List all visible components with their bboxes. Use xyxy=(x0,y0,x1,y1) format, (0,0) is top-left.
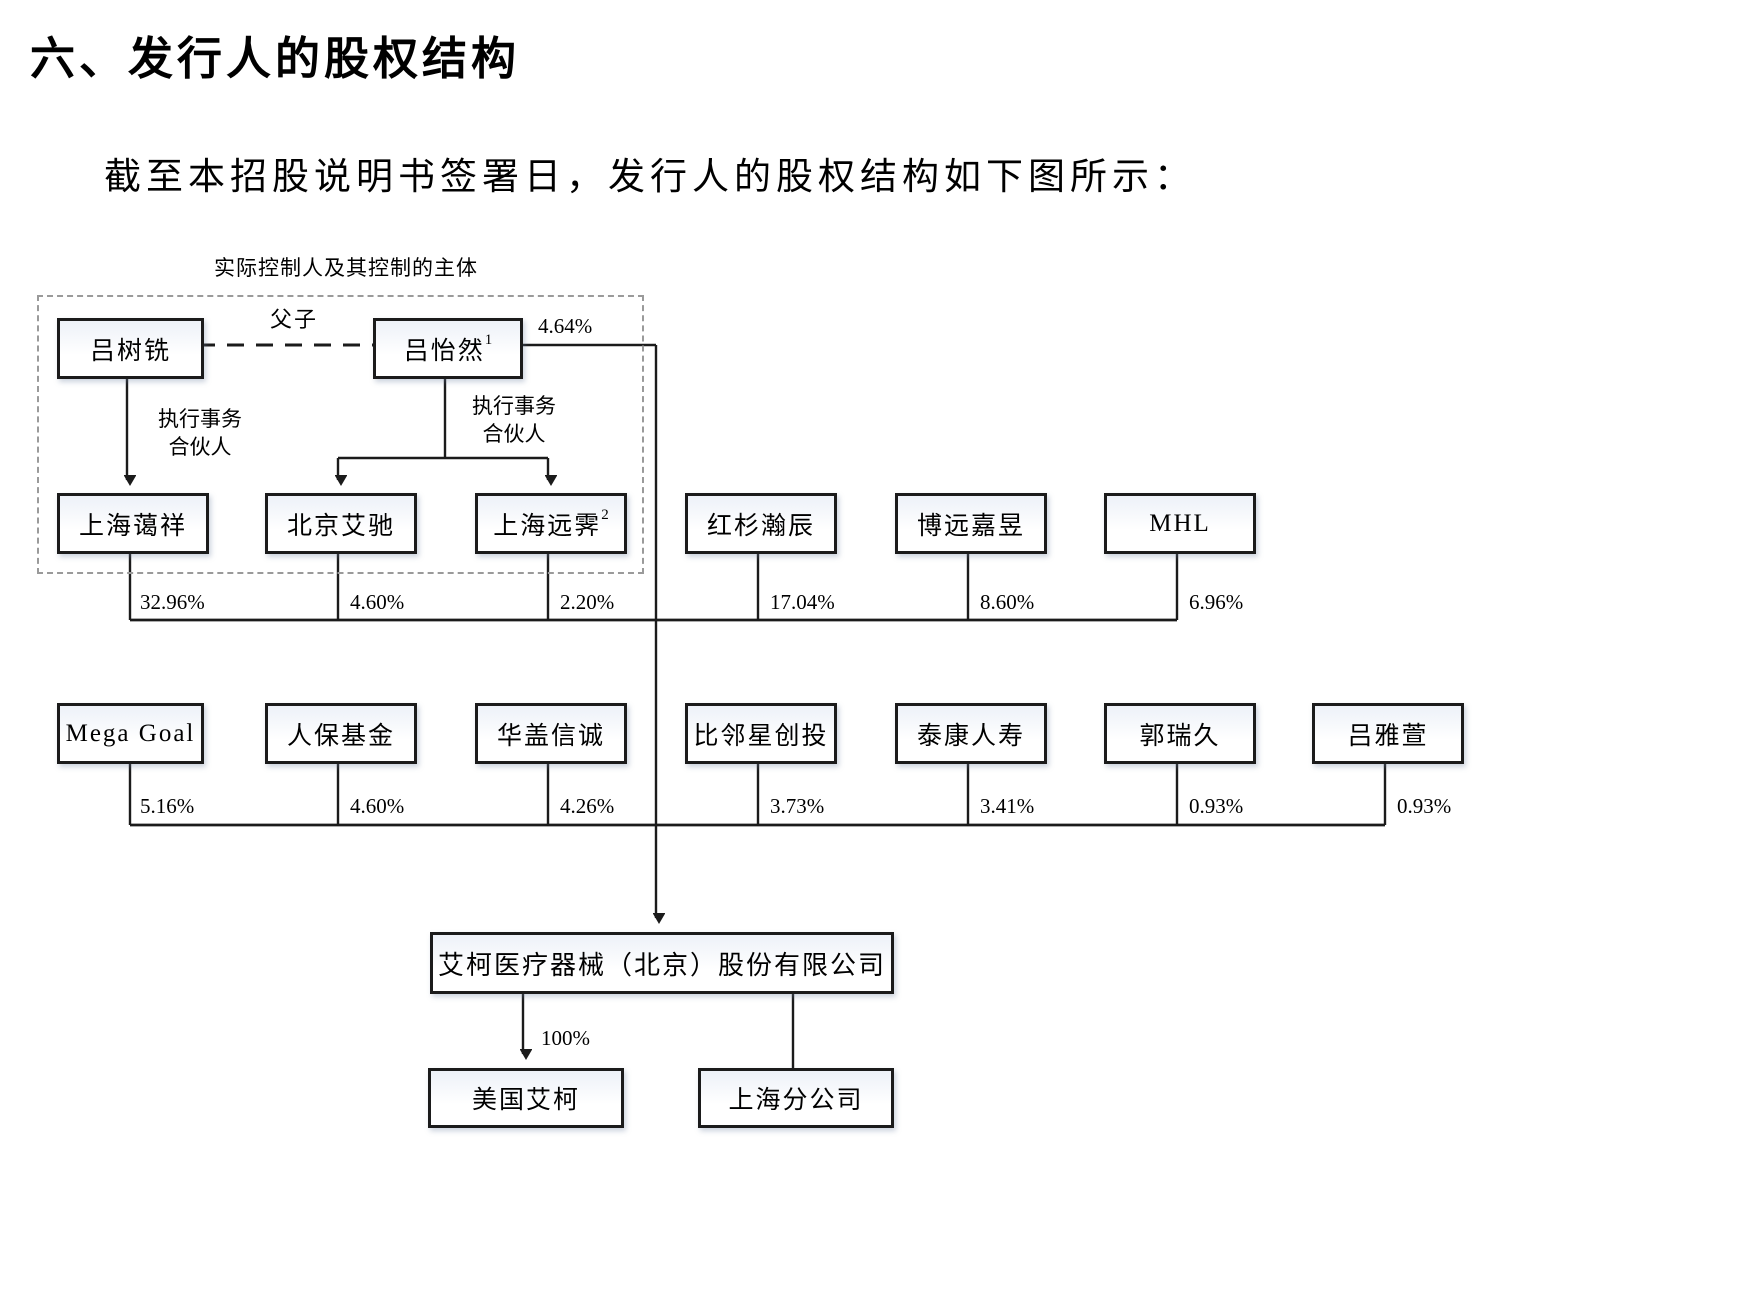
entity-name: 吕怡然 xyxy=(403,337,485,365)
percent-label: 8.60% xyxy=(980,590,1035,614)
entity-box-issuer-company: 艾柯医疗器械（北京）股份有限公司 xyxy=(430,932,894,994)
percent-label: 4.60% xyxy=(350,794,405,818)
entity-box-taikang-life: 泰康人寿 xyxy=(895,703,1047,764)
duty-label-left: 执行事务 合伙人 xyxy=(138,405,262,461)
entity-name: 艾柯医疗器械（北京）股份有限公司 xyxy=(437,950,886,980)
entity-name: 吕雅萱 xyxy=(1347,722,1429,750)
percent-label: 6.96% xyxy=(1189,590,1244,614)
entity-name: Mega Goal xyxy=(65,719,196,747)
duty-line2: 合伙人 xyxy=(482,422,546,446)
percent-label: 5.16% xyxy=(140,794,195,818)
percent-label-direct: 4.64% xyxy=(538,314,593,338)
entity-box-mhl: MHL xyxy=(1104,493,1256,554)
entity-name: 上海分公司 xyxy=(728,1087,864,1114)
percent-label: 2.20% xyxy=(560,590,615,614)
entity-name: 红杉瀚辰 xyxy=(706,512,815,540)
duty-label-right: 执行事务 合伙人 xyxy=(452,392,576,448)
entity-name: 吕树铣 xyxy=(89,337,171,365)
entity-name: 美国艾柯 xyxy=(471,1087,580,1114)
entity-box-lv-yaxuan: 吕雅萱 xyxy=(1312,703,1464,764)
percent-label: 0.93% xyxy=(1189,794,1244,818)
relation-label-father-son: 父子 xyxy=(270,307,319,332)
duty-line1: 执行事务 xyxy=(472,394,556,418)
controller-group-label: 实际控制人及其控制的主体 xyxy=(214,256,478,280)
entity-name: 人保基金 xyxy=(286,722,395,750)
entity-box-shanghai-aixiang: 上海蔼祥 xyxy=(57,493,209,554)
page-title: 六、发行人的股权结构 xyxy=(30,33,521,84)
entity-box-boyuan-jiayu: 博远嘉昱 xyxy=(895,493,1047,554)
percent-label: 3.73% xyxy=(770,794,825,818)
entity-name: 上海蔼祥 xyxy=(78,512,187,540)
entity-box-us-aike: 美国艾柯 xyxy=(428,1068,624,1128)
percent-label: 3.41% xyxy=(980,794,1035,818)
entity-box-lv-shuxian: 吕树铣 xyxy=(57,318,204,379)
entity-box-shanghai-branch: 上海分公司 xyxy=(698,1068,894,1128)
percent-label-subsidiary: 100% xyxy=(541,1026,590,1050)
duty-line1: 执行事务 xyxy=(158,407,242,431)
entity-name: 北京艾驰 xyxy=(286,512,395,540)
percent-label: 0.93% xyxy=(1397,794,1452,818)
entity-name: 博远嘉昱 xyxy=(916,512,1025,540)
entity-box-renbao-fund: 人保基金 xyxy=(265,703,417,764)
entity-name: 泰康人寿 xyxy=(916,722,1025,750)
percent-label: 4.60% xyxy=(350,590,405,614)
entity-name: 上海远霁 xyxy=(493,512,602,540)
entity-name: 郭瑞久 xyxy=(1139,722,1221,750)
controller-group-outline xyxy=(37,295,644,574)
duty-line2: 合伙人 xyxy=(168,435,232,459)
entity-name: MHL xyxy=(1149,509,1211,537)
entity-name: 华盖信诚 xyxy=(496,722,605,750)
entity-box-guo-ruijiu: 郭瑞久 xyxy=(1104,703,1256,764)
entity-box-hongshan-hanchen: 红杉瀚辰 xyxy=(685,493,837,554)
entity-box-beijing-aichi: 北京艾驰 xyxy=(265,493,417,554)
entity-name: 比邻星创投 xyxy=(693,722,829,750)
percent-label: 4.26% xyxy=(560,794,615,818)
entity-box-huagai-xincheng: 华盖信诚 xyxy=(475,703,627,764)
intro-text: 截至本招股说明书签署日，发行人的股权结构如下图所示： xyxy=(104,157,1196,198)
entity-box-bilinxing: 比邻星创投 xyxy=(685,703,837,764)
entity-box-mega-goal: Mega Goal xyxy=(57,703,204,764)
percent-label: 17.04% xyxy=(770,590,835,614)
percent-label: 32.96% xyxy=(140,590,205,614)
